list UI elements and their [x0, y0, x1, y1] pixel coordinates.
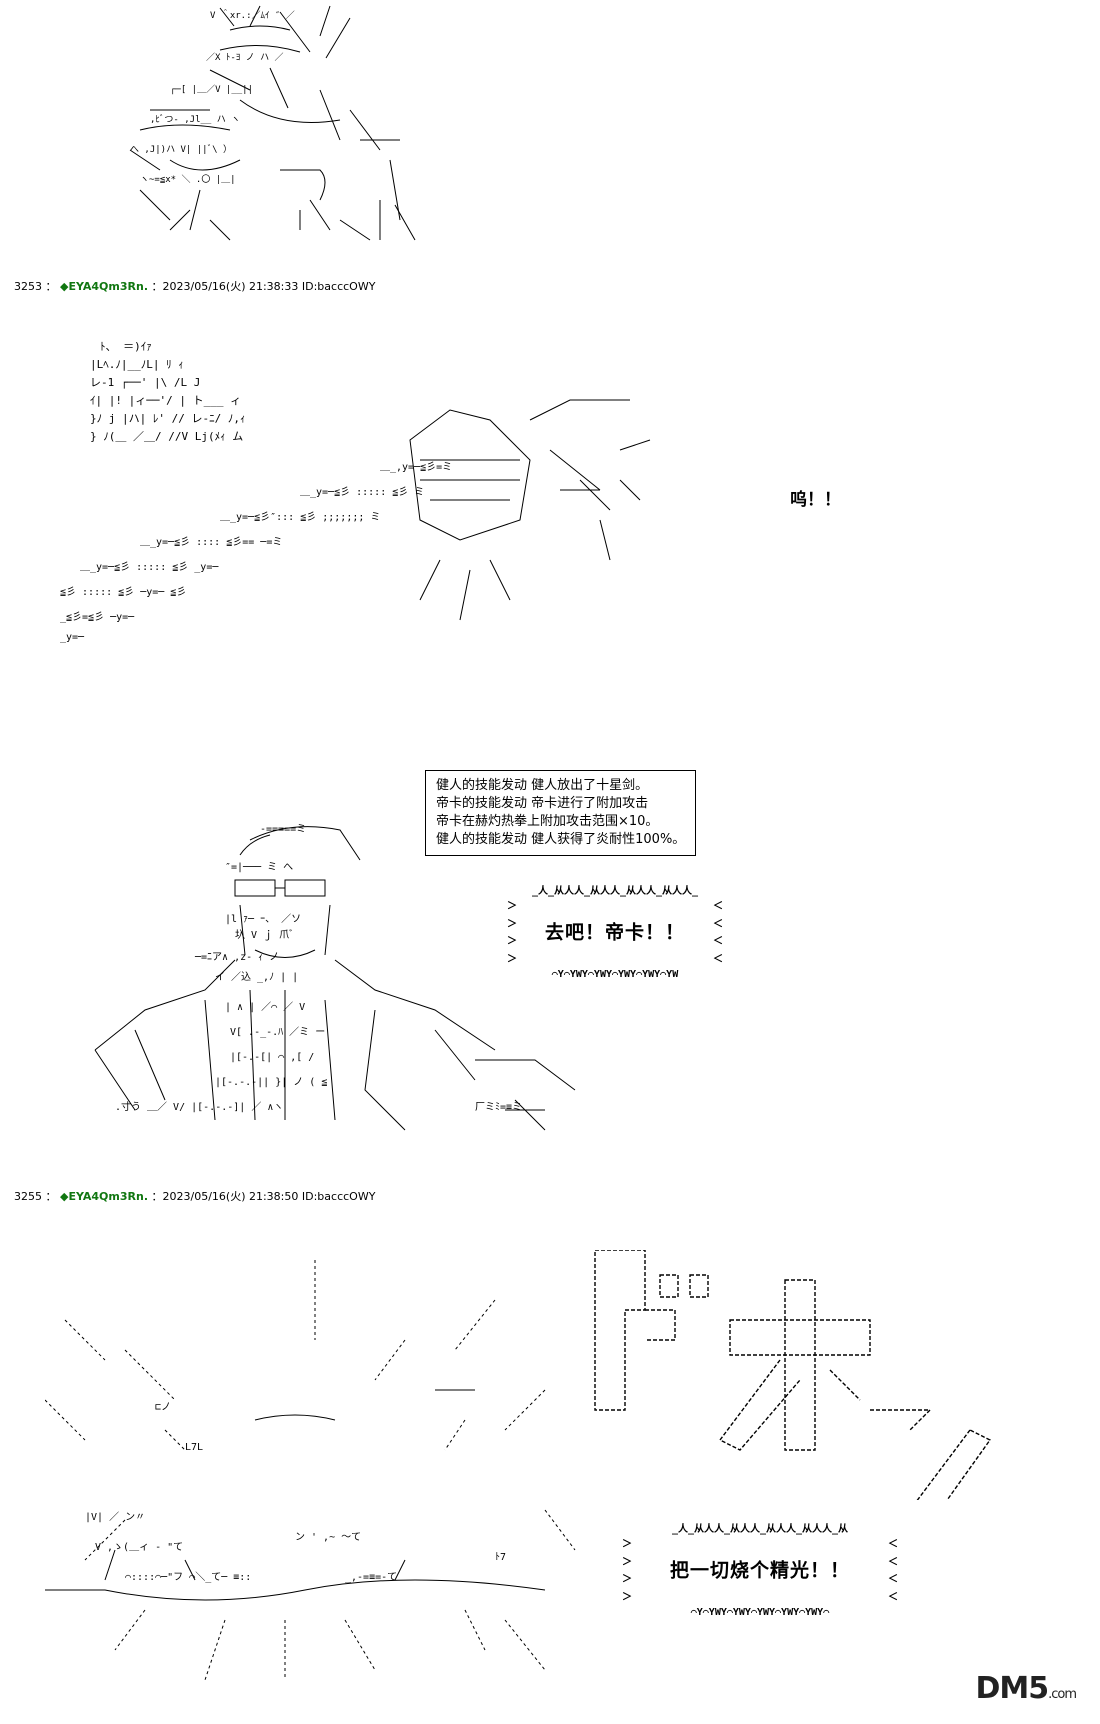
poster-trip[interactable]: ◆EYA4Qm3Rn.	[60, 1190, 148, 1203]
svg-text:|[-.-[| ⌒ ,[ /: |[-.-[| ⌒ ,[ /	[230, 1052, 314, 1063]
shout-rim-right: ＜＜＜＜	[713, 901, 724, 965]
post-datetime: ：2023/05/16(火) 21:38:50 ID:bacccOWY	[151, 1190, 376, 1203]
shout-bubble-burn-everything: _人_从人人_从人人_从人人_从人人_从 ＞＞＞＞ ＜＜＜＜ 把一切烧个精光！！…	[620, 1520, 900, 1618]
svg-text:_,-=≡=-て: _,-=≡=-て	[345, 1572, 397, 1583]
post-header-3255: 3255 ： ◆EYA4Qm3Rn. ：2023/05/16(火) 21:38:…	[14, 1188, 375, 1204]
panel-2: ﾄ、 ＝)ｲｧ |Lﾍ.ﾉ|__ﾉL| ﾘ ｨ レ-1 ┌──' |\ /L J…	[0, 300, 1100, 660]
svg-text:,ﾋﾞつ- ,Jl__ ハ ヽ: ,ﾋﾞつ- ,Jl__ ハ ヽ	[150, 114, 240, 125]
panel-3: 健人的技能发动 健人放出了十星剑。 帝卡的技能发动 帝卡进行了附加攻击 帝卡在赫…	[0, 770, 1100, 1170]
skill-log-line-2: 帝卡的技能发动 帝卡进行了附加攻击	[436, 796, 649, 811]
svg-text:へ ,J|)ハ V| ||ﾞ\ ）: へ ,J|)ハ V| ||ﾞ\ ）	[130, 144, 232, 155]
svg-text:ヽ~=≦x* ＼ .〇 |＿|: ヽ~=≦x* ＼ .〇 |＿|	[140, 174, 236, 185]
shout-rim-left: ＞＞＞＞	[622, 1539, 633, 1603]
svg-text:V ＾xr.:／ﾑｲ ″ ／: V ＾xr.:／ﾑｲ ″ ／	[210, 8, 295, 21]
svg-text:イ ／込 _,ﾉ | |: イ ／込 _,ﾉ | |	[215, 971, 298, 983]
shout-text: 把一切烧个精光！！	[669, 1559, 850, 1582]
shout-rim-right: ＜＜＜＜	[888, 1539, 899, 1603]
shout-bubble-go-dika: _人_从人人_从人人_从人人_从人人_ ＞＞＞＞ ＜＜＜＜ 去吧！帝卡！！ ⌒Y…	[505, 882, 725, 980]
svg-text:} ﾉ(＿ ／＿/ //V Lj(ﾒｨ ム: } ﾉ(＿ ／＿/ //V Lj(ﾒｨ ム	[90, 430, 243, 443]
shout-rim-bottom: ⌒Y⌒YWY⌒YWY⌒YWY⌒YWY⌒YWY⌒	[690, 1607, 830, 1618]
post-number: 3255	[14, 1190, 42, 1203]
shout-rim-left: ＞＞＞＞	[507, 901, 518, 965]
shout-rim-top: _人_从人人_从人人_从人人_从人人_从	[671, 1524, 849, 1535]
shout-rim-bottom: ⌒Y⌒YWY⌒YWY⌒YWY⌒YWY⌒YW	[551, 969, 679, 980]
sfx-dooon-drawing	[594, 1250, 992, 1500]
skill-log-box: 健人的技能发动 健人放出了十星剑。 帝卡的技能发动 帝卡进行了附加攻击 帝卡在赫…	[425, 770, 697, 856]
svg-text:L7L: L7L	[185, 1442, 203, 1453]
svg-text:＿_y=─≦彡 ::::: ≦彡 _y=─: ＿_y=─≦彡 ::::: ≦彡 _y=─	[80, 562, 219, 573]
post-separator: ：	[45, 1190, 57, 1203]
svg-text:ﾄ7: ﾄ7	[495, 1552, 506, 1563]
panel-1: V ＾xr.:／ﾑｲ ″ ／ ／X ﾄ-ﾖ ノ ハ ／ ┌─[ |＿／V |__…	[0, 0, 1100, 255]
svg-text:ン ' ,~ 〜て: ン ' ,~ 〜て	[295, 1532, 361, 1543]
svg-text:＿_y=─≦彡″::: ≦彡 ;;;;;;; ミ: ＿_y=─≦彡″::: ≦彡 ;;;;;;; ミ	[220, 512, 380, 523]
shout-text: 去吧！帝卡！！	[544, 921, 685, 944]
svg-text:|[-.-.-|| }| ノ ( ≦: |[-.-.-|| }| ノ ( ≦	[215, 1077, 327, 1088]
svg-text:V ,ゝ(＿ィ - "て: V ,ゝ(＿ィ - "て	[95, 1542, 183, 1553]
ascii-art-sword-slash: ﾄ、 ＝)ｲｧ |Lﾍ.ﾉ|__ﾉL| ﾘ ｨ レ-1 ┌──' |\ /L J…	[60, 330, 700, 650]
post-datetime: ：2023/05/16(火) 21:38:33 ID:bacccOWY	[151, 280, 376, 293]
svg-text:レ-1 ┌──' |\ /L J: レ-1 ┌──' |\ /L J	[90, 376, 200, 389]
svg-text:|l ｧ─ ｰ、 ／ソ: |l ｧ─ ｰ、 ／ソ	[225, 913, 301, 925]
svg-text:″=|─── ミ へ: ″=|─── ミ へ	[225, 862, 293, 873]
watermark-suffix: .com	[1048, 1687, 1077, 1702]
sfx-uu: 呜！！	[790, 490, 841, 510]
svg-text:}ﾉ j |ハ| ﾚ' // レ-ﾆ/ ﾉ,ｨ: }ﾉ j |ハ| ﾚ' // レ-ﾆ/ ﾉ,ｨ	[90, 412, 245, 425]
skill-log-line-1: 健人的技能发动 健人放出了十星剑。	[436, 778, 649, 793]
post-number: 3253	[14, 280, 42, 293]
svg-text:⊏ノ: ⊏ノ	[155, 1402, 171, 1413]
svg-text:＿_y=─≦彡 :::: ≦彡== ─=ミ: ＿_y=─≦彡 :::: ≦彡== ─=ミ	[140, 537, 282, 548]
svg-text:圦 V ｊ 爪ﾞ: 圦 V ｊ 爪ﾞ	[235, 928, 294, 941]
ascii-art-explosion-drawing: ⊏ノ L7L |V| ／ ン〃 V ,ゝ(＿ィ - "て ン ' ,~ 〜て ⌒…	[45, 1260, 576, 1681]
site-watermark: DM5.com	[975, 1671, 1077, 1706]
shout-rim-top: _人_从人人_从人人_从人人_从人人_	[531, 886, 699, 897]
panel-4: ⊏ノ L7L |V| ／ ン〃 V ,ゝ(＿ィ - "て ン ' ,~ 〜て ⌒…	[0, 1220, 1100, 1724]
svg-text:|Lﾍ.ﾉ|__ﾉL| ﾘ ｨ: |Lﾍ.ﾉ|__ﾉL| ﾘ ｨ	[90, 358, 184, 371]
svg-text:┌─[ |＿／V |__||: ┌─[ |＿／V |__||	[170, 84, 253, 95]
sfx-dooon-outline	[590, 1250, 1020, 1500]
svg-text:-=====ミ: -=====ミ	[260, 824, 306, 835]
svg-text:＿_y=─≦彡 ::::: ≦彡 ミ: ＿_y=─≦彡 ::::: ≦彡 ミ	[300, 487, 424, 498]
svg-text:|V| ／ ン〃: |V| ／ ン〃	[85, 1511, 145, 1523]
ascii-art-character-sunglasses: -=====ミ ″=|─── ミ へ |l ｧ─ ｰ、 ／ソ 圦 V ｊ 爪ﾞ …	[75, 810, 605, 1140]
svg-text:V[ .-_-.ﾊ ／ミ ー: V[ .-_-.ﾊ ／ミ ー	[230, 1026, 325, 1038]
ascii-art-figure-1: V ＾xr.:／ﾑｲ ″ ／ ／X ﾄ-ﾖ ノ ハ ／ ┌─[ |＿／V |__…	[110, 0, 450, 250]
svg-text:⌒::::⌒─"フ ⌒＼_て─ ≡::: ⌒::::⌒─"フ ⌒＼_て─ ≡::	[125, 1571, 251, 1583]
post-header-3253: 3253 ： ◆EYA4Qm3Rn. ：2023/05/16(火) 21:38:…	[14, 278, 375, 294]
ascii-art-explosion: ⊏ノ L7L |V| ／ ン〃 V ,ゝ(＿ィ - "て ン ' ,~ 〜て ⌒…	[45, 1260, 605, 1700]
svg-text:_y=─: _y=─	[60, 632, 85, 643]
post-separator: ：	[45, 280, 57, 293]
ascii-art-figure-1-drawing: V ＾xr.:／ﾑｲ ″ ／ ／X ﾄ-ﾖ ノ ハ ／ ┌─[ |＿／V |__…	[129, 5, 416, 241]
skill-log-line-3: 帝卡在赫灼热拳上附加攻击范围×10。	[436, 814, 659, 829]
svg-text:＿_,y=─≦彡=ミ: ＿_,y=─≦彡=ミ	[380, 462, 452, 473]
svg-text:ｲ| |! |ィ──'/ | ト___ ィ: ｲ| |! |ィ──'/ | ト___ ィ	[90, 394, 241, 407]
svg-text:| ∧ | ／⌒ ／ V: | ∧ | ／⌒ ／ V	[225, 1001, 305, 1013]
skill-log-line-4: 健人的技能发动 健人获得了炎耐性100%。	[436, 832, 686, 847]
svg-text:─=ﾆア∧ ,z- ｨ ノ: ─=ﾆア∧ ,z- ｨ ノ	[194, 952, 279, 963]
watermark-brand: DM5	[975, 1671, 1049, 1706]
svg-text:ﾄ、 ＝)ｲｧ: ﾄ、 ＝)ｲｧ	[100, 340, 152, 353]
svg-text:.寸う ＿／ V/ |[-.-.-]| ／ ∧ヽ: .寸う ＿／ V/ |[-.-.-]| ／ ∧ヽ	[115, 1100, 283, 1113]
svg-text:／X ﾄ-ﾖ ノ ハ ／: ／X ﾄ-ﾖ ノ ハ ／	[206, 52, 284, 63]
ascii-art-sword-slash-drawing: ﾄ、 ＝)ｲｧ |Lﾍ.ﾉ|__ﾉL| ﾘ ｨ レ-1 ┌──' |\ /L J…	[60, 340, 651, 643]
poster-trip[interactable]: ◆EYA4Qm3Rn.	[60, 280, 148, 293]
svg-text:厂ミﾐ=≡ミ: 厂ミﾐ=≡ミ	[475, 1102, 522, 1113]
svg-text:_≦彡=≦彡 ─y=─: _≦彡=≦彡 ─y=─	[60, 612, 135, 623]
svg-text:≦彡 ::::: ≦彡 ─y=─ ≦彡: ≦彡 ::::: ≦彡 ─y=─ ≦彡	[60, 587, 186, 598]
ascii-art-character-drawing: -=====ミ ″=|─── ミ へ |l ｧ─ ｰ、 ／ソ 圦 V ｊ 爪ﾞ …	[94, 824, 576, 1131]
